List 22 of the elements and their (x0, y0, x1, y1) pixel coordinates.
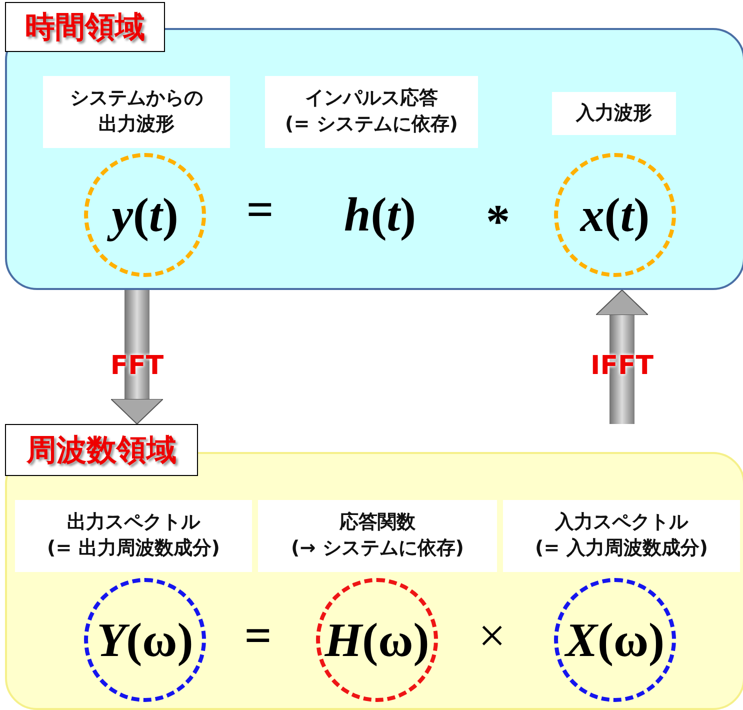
dashed-circle: y(t) (84, 153, 206, 277)
dashed-circle: H(ω) (316, 578, 438, 702)
dashed-circle: Y(ω) (84, 578, 206, 702)
caption-box: システムからの出力波形 (43, 76, 230, 148)
caption-box: 入力波形 (552, 92, 676, 135)
panel-heading: 周波数領域 (5, 424, 198, 476)
caption-box: 応答関数(→ システムに依存) (258, 500, 497, 572)
dashed-circle: x(t) (554, 153, 676, 277)
operator: = (246, 182, 274, 238)
panel-heading: 時間領域 (5, 2, 165, 52)
operator: = (244, 608, 272, 664)
caption-box: 出力スペクトル(= 出力周波数成分) (15, 500, 252, 572)
block-arrow (110, 290, 164, 424)
operator: * (486, 194, 510, 250)
edge-label: FFT (110, 351, 164, 381)
block-arrow (596, 290, 648, 424)
operator: × (478, 608, 506, 664)
formula: h(t) (344, 188, 416, 242)
edge-label: IFFT (590, 351, 654, 381)
caption-box: 入力スペクトル(= 入力周波数成分) (503, 500, 740, 572)
caption-box: インパルス応答(= システムに依存) (265, 76, 478, 148)
dashed-circle: X(ω) (554, 578, 676, 702)
